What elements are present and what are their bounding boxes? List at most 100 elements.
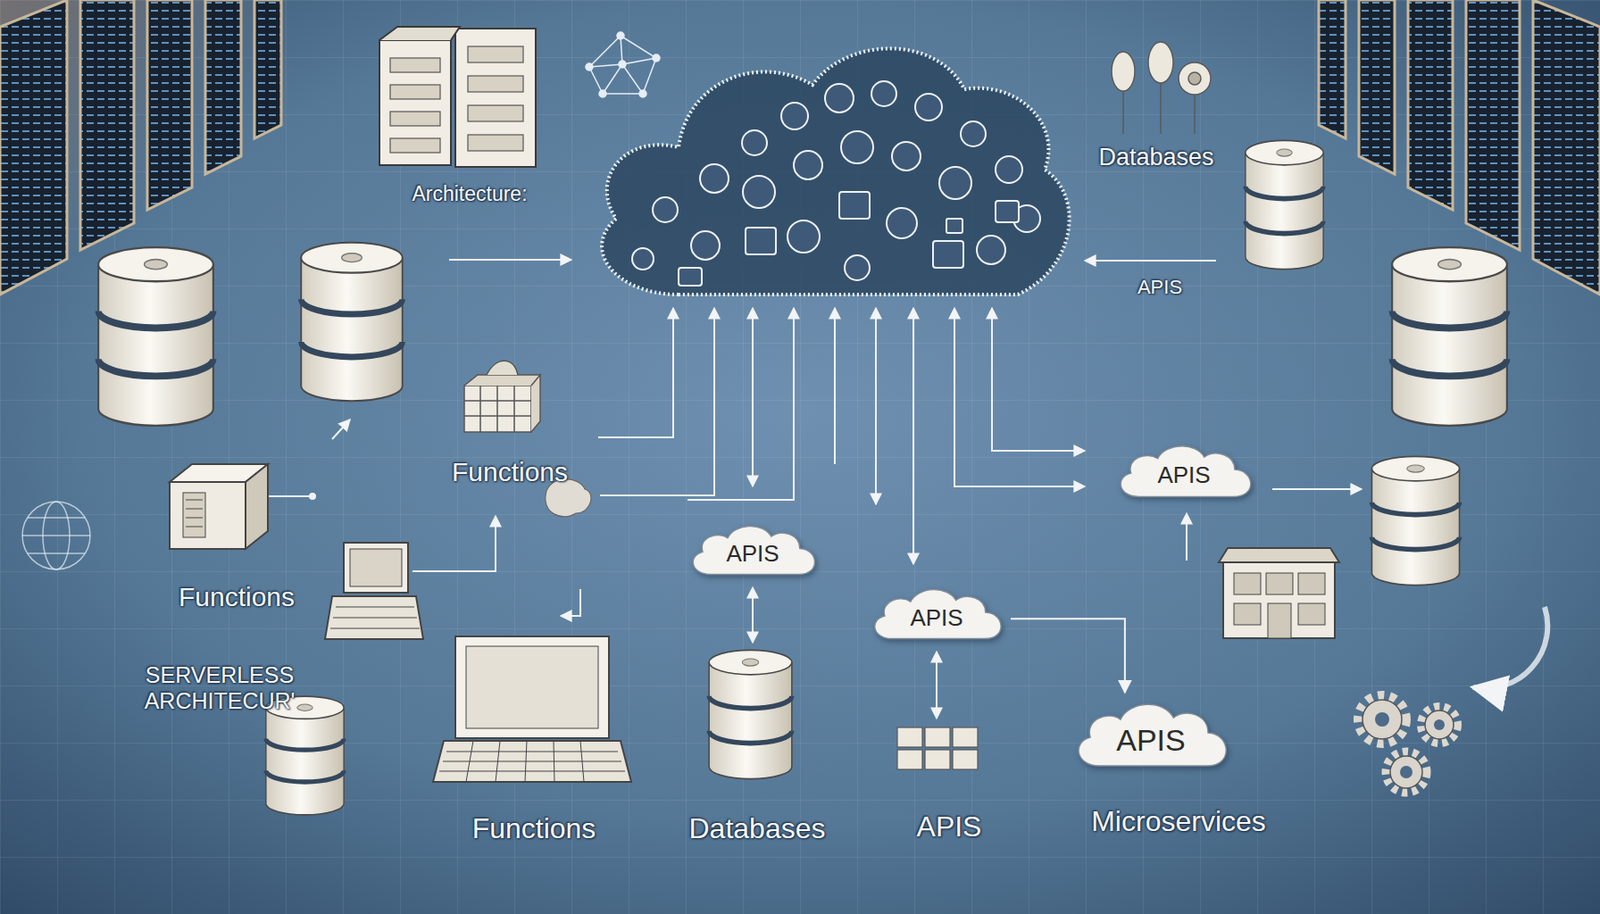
caption-label: Functions bbox=[178, 582, 295, 614]
art-circle bbox=[781, 102, 809, 130]
binder-icon bbox=[379, 26, 536, 167]
art-path bbox=[486, 360, 518, 375]
building-icon bbox=[1218, 548, 1340, 639]
art-path bbox=[1473, 607, 1548, 689]
art-rect bbox=[390, 84, 441, 100]
art-path bbox=[935, 651, 938, 719]
art-path bbox=[464, 385, 532, 433]
art-rect bbox=[1233, 603, 1261, 625]
globe-icon bbox=[22, 501, 91, 570]
art-circle bbox=[632, 248, 654, 270]
art-polygon bbox=[1218, 548, 1340, 563]
caption-label: Architecture: bbox=[411, 182, 527, 206]
art-path bbox=[412, 516, 496, 572]
art-circle bbox=[915, 93, 942, 121]
art-circle bbox=[825, 83, 854, 113]
art-polygon bbox=[245, 464, 268, 550]
network-icon bbox=[585, 32, 660, 98]
art-rect bbox=[1223, 562, 1335, 639]
art-circle bbox=[841, 131, 874, 164]
art-path bbox=[464, 375, 541, 433]
art-rect bbox=[467, 46, 524, 63]
art-rect bbox=[464, 385, 532, 433]
art-path bbox=[589, 35, 657, 94]
art-path bbox=[598, 308, 674, 438]
art-line bbox=[22, 534, 91, 537]
node-text: APIS bbox=[1157, 462, 1210, 490]
art-circle bbox=[844, 255, 870, 281]
laptop-icon bbox=[325, 542, 424, 640]
caption-label: Microservices bbox=[1091, 805, 1267, 839]
art-g bbox=[390, 46, 524, 153]
flow-arrow bbox=[1010, 618, 1125, 693]
art-rect bbox=[933, 241, 964, 268]
art-path bbox=[185, 500, 203, 527]
api-cloud: APIS bbox=[681, 516, 825, 581]
caption-label: APIS bbox=[1137, 275, 1183, 299]
art-path bbox=[449, 258, 572, 261]
art-circle bbox=[741, 130, 767, 156]
art-rect bbox=[925, 750, 950, 770]
pin-icons bbox=[1111, 41, 1211, 134]
art-circle bbox=[1390, 756, 1423, 789]
api-label: APIS bbox=[1116, 723, 1185, 759]
art-rect bbox=[1267, 603, 1292, 639]
art-rect bbox=[467, 134, 524, 151]
art-rect bbox=[952, 750, 978, 770]
art-polygon bbox=[1358, 0, 1395, 175]
art-circle bbox=[1358, 696, 1406, 743]
art-use bbox=[1371, 456, 1459, 585]
art-rect bbox=[952, 727, 978, 748]
art-circle bbox=[1188, 72, 1201, 85]
art-circle bbox=[976, 235, 1006, 265]
caption-label: SERVERLESS ARCHITECUR' bbox=[116, 662, 323, 715]
server-box-icon bbox=[169, 464, 268, 550]
art-use bbox=[266, 696, 344, 816]
art-polygon bbox=[1533, 0, 1600, 295]
art-circle bbox=[599, 90, 607, 98]
api-label: APIS bbox=[909, 605, 963, 633]
api-cloud: APIS bbox=[862, 580, 1011, 645]
art-rect bbox=[467, 75, 524, 92]
art-polygon bbox=[433, 741, 632, 783]
art-line bbox=[1159, 82, 1162, 134]
art-path bbox=[379, 26, 460, 41]
package-icon bbox=[464, 360, 541, 433]
art-circle bbox=[1421, 707, 1458, 743]
art-polygon bbox=[1466, 0, 1520, 250]
art-circle bbox=[787, 220, 820, 253]
cloud-outline bbox=[1120, 446, 1251, 498]
art-circle bbox=[960, 121, 986, 147]
art-circle bbox=[691, 231, 720, 260]
cloud-illustration bbox=[601, 48, 1070, 295]
laptop-icon bbox=[433, 636, 632, 783]
art-path bbox=[751, 587, 754, 643]
art-circle bbox=[652, 197, 678, 223]
art-rect bbox=[455, 28, 536, 167]
api-label: APIS bbox=[1157, 462, 1210, 490]
art-rect bbox=[745, 227, 776, 255]
art-path bbox=[1084, 259, 1217, 262]
art-rect bbox=[839, 191, 870, 219]
art-circle bbox=[995, 156, 1023, 184]
art-path bbox=[954, 308, 1085, 487]
art-polygon bbox=[147, 0, 192, 210]
art-rect bbox=[678, 267, 702, 286]
art-circle bbox=[22, 501, 91, 570]
art-line bbox=[1122, 89, 1125, 134]
art-rect bbox=[1233, 573, 1261, 595]
art-rect bbox=[1298, 603, 1325, 625]
art-circle bbox=[1386, 752, 1426, 792]
art-rect bbox=[390, 111, 441, 126]
art-path bbox=[332, 419, 350, 440]
art-g bbox=[585, 32, 660, 98]
art-circle bbox=[1425, 710, 1454, 740]
art-ellipse bbox=[1111, 51, 1135, 92]
art-rect bbox=[455, 636, 609, 739]
art-use bbox=[1245, 140, 1324, 269]
art-rect bbox=[897, 750, 923, 770]
art-circle bbox=[1433, 719, 1445, 731]
art-rect bbox=[466, 646, 599, 729]
